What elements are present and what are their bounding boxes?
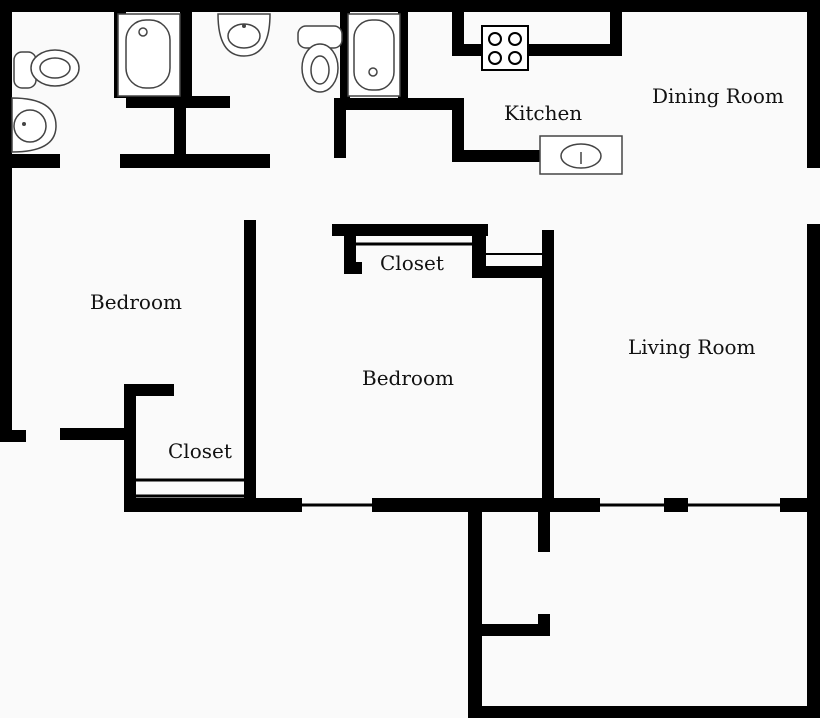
room-label-kitchen: Kitchen	[504, 101, 582, 125]
wall-closet-left-side	[124, 384, 136, 510]
wall-closet-top-stub	[344, 262, 362, 274]
room-label-bedroom-center: Bedroom	[362, 366, 454, 390]
bathtub-icon	[117, 13, 181, 97]
wall-tub-right	[180, 0, 192, 98]
wall-right-upper	[807, 0, 820, 168]
wall-closet-top-left	[344, 224, 356, 274]
wall-bath2-bottom	[120, 154, 270, 168]
wall-kitchen-top-left	[452, 0, 464, 56]
wall-kitchen-left	[452, 98, 464, 162]
sink-icon	[539, 135, 623, 175]
wall-closet-top-top	[332, 224, 488, 236]
sink-icon	[11, 97, 57, 153]
wall-right-lower	[807, 224, 820, 718]
wall-bottom-pillar	[664, 498, 688, 512]
wall-tub2-right	[398, 0, 408, 100]
wall-tub2-left	[340, 0, 350, 100]
room-label-closet-top: Closet	[380, 251, 444, 275]
room-label-bedroom-left: Bedroom	[90, 290, 182, 314]
wall-bath-divider-top	[126, 96, 230, 108]
wall-bottom	[468, 706, 820, 718]
bathtub-icon	[347, 13, 401, 97]
wall-living-divider	[542, 230, 554, 512]
wall-closet-top-base	[472, 266, 552, 278]
wall-kitchen-upper	[452, 44, 620, 56]
wall-bath1-bottom	[12, 154, 60, 168]
wall-bath3-left	[334, 98, 346, 158]
wall-bath-divider	[174, 96, 186, 156]
wall-left	[0, 0, 12, 440]
wall-bedroom-bottom-left	[124, 498, 302, 512]
toilet-icon	[13, 49, 80, 89]
stove-icon	[481, 25, 529, 71]
room-label-living-room: Living Room	[628, 335, 756, 359]
wall-kitchen-counter	[452, 150, 544, 162]
wall-hall-shelf	[480, 624, 550, 636]
room-label-dining-room: Dining Room	[652, 84, 784, 108]
toilet-icon	[297, 25, 343, 93]
wall-kitchen-top-right	[610, 0, 622, 56]
wall-bedroom-divider	[244, 220, 256, 510]
wall-hall-left	[468, 508, 482, 718]
wall-closet-left-stub	[60, 428, 126, 440]
wall-bedroom-bottom-center	[372, 498, 600, 512]
room-label-closet-left: Closet	[168, 439, 232, 463]
wall-bath3-top	[334, 98, 464, 110]
sink-icon	[217, 13, 271, 57]
wall-hall-shelf-end	[538, 614, 550, 636]
wall-bottom-right	[780, 498, 810, 512]
wall-closet-top-right	[472, 224, 486, 276]
wall-left-stub	[0, 430, 26, 442]
wall-closet-left-top	[124, 384, 174, 396]
wall-hall-stub	[538, 508, 550, 552]
